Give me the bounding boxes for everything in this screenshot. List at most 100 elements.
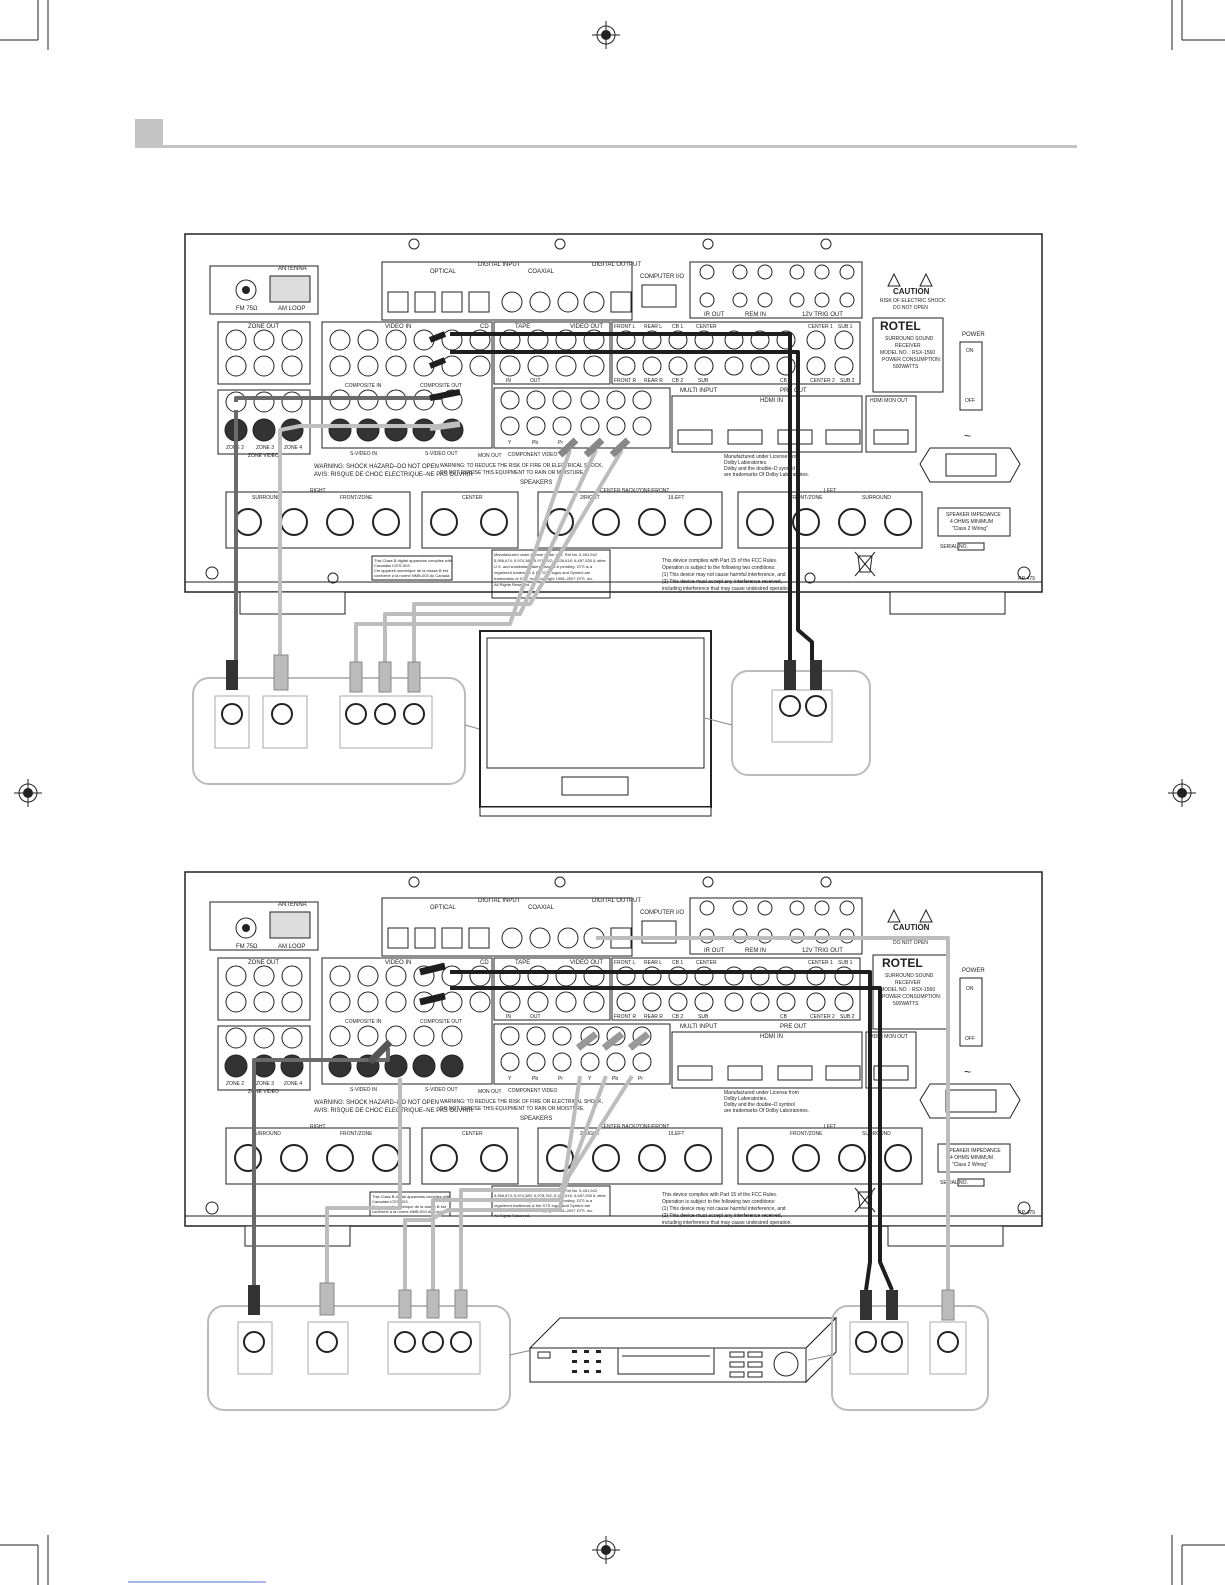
serial-label: SERIAL NO. [940, 544, 968, 550]
dolby-4: are trademarks Of Dolby Laboratories. [724, 472, 809, 478]
svideo-in-label: S-VIDEO IN [350, 451, 377, 457]
sp-surround-r: SURROUND [252, 495, 281, 501]
component-jacks [500, 390, 652, 436]
model2-line-2: RECEIVER [895, 980, 921, 986]
ir-out-label-2: IR OUT [704, 948, 725, 954]
speaker-terminals [225, 491, 923, 549]
sp2-2-right: 2/RIGHT [580, 1131, 600, 1137]
warning-3: WARNING: TO REDUCE THE RISK OF FIRE OR E… [440, 463, 603, 469]
sub1-label: SUB 1 [838, 324, 853, 330]
sp-right: RIGHT [310, 488, 326, 494]
power-on-label: ON [966, 348, 974, 354]
fcc-1: This device complies with Part 15 of the… [662, 558, 777, 564]
digital-input-label-2: DIGITAL INPUT [478, 898, 521, 904]
cable-audio-l [450, 332, 792, 660]
rear-r-label-2: REAR R [644, 1014, 663, 1020]
sp2-surround-r: SURROUND [252, 1131, 281, 1137]
composite-out-label-2: COMPOSITE OUT [420, 1019, 462, 1025]
comp-y2-label-2: Y [588, 1076, 592, 1082]
zone3-label: ZONE 3 [256, 445, 274, 451]
coaxial-label-2: COAXIAL [528, 905, 555, 911]
comp-y-label: Y [508, 440, 512, 446]
comp-pr-label: Pr [558, 440, 563, 446]
speakers-label: SPEAKERS [520, 480, 552, 486]
rear-r-label: REAR R [644, 378, 663, 384]
player-output-panel [207, 1282, 533, 1411]
power-off-label-2: OFF [965, 1036, 975, 1042]
computer-io-label: COMPUTER I/O [640, 274, 684, 280]
cd-label: CD [480, 324, 489, 330]
sp2-center: CENTER [462, 1131, 483, 1137]
sp2-surround-l: SURROUND [862, 1131, 891, 1137]
comp-pr-label-2: Pr [558, 1076, 563, 1082]
composite-in-label: COMPOSITE IN [345, 383, 382, 389]
warning-1-2: WARNING: SHOCK HAZARD–DO NOT OPEN [314, 1100, 439, 1106]
canada-4: conforme à la norme NMB-003 du Canada. [374, 573, 450, 578]
svideo-in-label-2: S-VIDEO IN [350, 1087, 377, 1093]
warning-3-2: WARNING: TO REDUCE THE RISK OF FIRE OR E… [440, 1099, 603, 1105]
rear-l-label: REAR L [644, 324, 662, 330]
warning-4-2: DO NOT EXPOSE THIS EQUIPMENT TO RAIN OR … [440, 1106, 585, 1112]
sp-center-back: CENTER BACK/ZONE/FRONT [600, 488, 669, 494]
rem-in-label: REM IN [745, 312, 766, 318]
rem-in-label-2: REM IN [745, 948, 766, 954]
power-off-label: OFF [965, 398, 975, 404]
video-out-label-2: VIDEO OUT [570, 960, 603, 966]
brand-logo: ROTEL [880, 319, 921, 333]
fcc-4-2: (2) This device must accept any interfer… [662, 1213, 782, 1219]
mon-out-label: MON OUT [478, 453, 502, 459]
dolby-3-2: Dolby and the double–D symbol [724, 1102, 795, 1108]
zone4-label-2: ZONE 4 [284, 1081, 302, 1087]
rp-code: RP-479 [1018, 576, 1035, 582]
sp-surround-l: SURROUND [862, 495, 891, 501]
center1-label: CENTER 1 [808, 324, 833, 330]
digital-output-label: DIGITAL OUTPUT [592, 262, 641, 268]
section-marker [135, 119, 163, 147]
comp-pb-label: Pb [532, 440, 538, 446]
pre-out-label-2: PRE OUT [780, 1024, 807, 1030]
sub2-label: SUB 2 [840, 378, 855, 384]
component-video-label: COMPONENT VIDEO [508, 452, 557, 458]
model2-line-4: POWER CONSUMPTION: [882, 994, 941, 1000]
impedance-1: SPEAKER IMPEDANCE [946, 512, 1001, 518]
zone-video-label: ZONE VIDEO [248, 453, 279, 459]
front-l-label-2: FRONT L [614, 960, 636, 966]
tape-label-2: TAPE [515, 960, 530, 966]
trig-out-label: 12V TRIG OUT [802, 312, 843, 318]
hdmi-ports [677, 429, 909, 445]
power-on-label-2: ON [966, 986, 974, 992]
digital-output-label-2: DIGITAL OUTPUT [592, 898, 641, 904]
front-l-label: FRONT L [614, 324, 636, 330]
dolby-4-2: are trademarks Of Dolby Laboratories. [724, 1108, 809, 1114]
speakers-label-2: SPEAKERS [520, 1116, 552, 1122]
sp-2-right: 2/RIGHT [580, 495, 600, 501]
canada-2-2: Canadian ICES-003. [372, 1199, 409, 1204]
video-in-label: VIDEO IN [385, 324, 411, 330]
brand-logo-2: ROTEL [882, 956, 923, 970]
cb2-label-2: CB 2 [672, 1014, 683, 1020]
sub1-label-2: SUB 1 [838, 960, 853, 966]
center-label: CENTER [696, 324, 717, 330]
optical-label-2: OPTICAL [430, 905, 456, 911]
comp-y-label-2: Y [508, 1076, 512, 1082]
sp2-front-zone-l: FRONT/ZONE [790, 1131, 823, 1137]
canada-3: Cet appareil numérique de la classe B es… [374, 568, 449, 573]
sp-front-zone-l: FRONT/ZONE [790, 495, 823, 501]
canada-4-2: conforme à la norme NMB-003 du Canada. [372, 1209, 448, 1214]
multi-input-label: MULTI INPUT [680, 388, 718, 394]
tape-label: TAPE [515, 324, 530, 330]
model-line-5: 500WATTS [893, 364, 919, 370]
sub-label-2: SUB [698, 1014, 709, 1020]
zone4-label: ZONE 4 [284, 445, 302, 451]
impedance-1-2: SPEAKER IMPEDANCE [946, 1148, 1001, 1154]
tv-input-panel [192, 654, 491, 785]
sp-left: LEFT [824, 488, 836, 494]
sub2-label-2: SUB 2 [840, 1014, 855, 1020]
caution-sub2-2: DO NOT OPEN [893, 940, 928, 946]
zone-out-jacks [225, 329, 303, 377]
coaxial-jacks [501, 291, 605, 313]
tape-in-label: IN [506, 378, 511, 384]
ir-out-label: IR OUT [704, 312, 725, 318]
serial-label-2: SERIAL NO. [940, 1180, 968, 1186]
